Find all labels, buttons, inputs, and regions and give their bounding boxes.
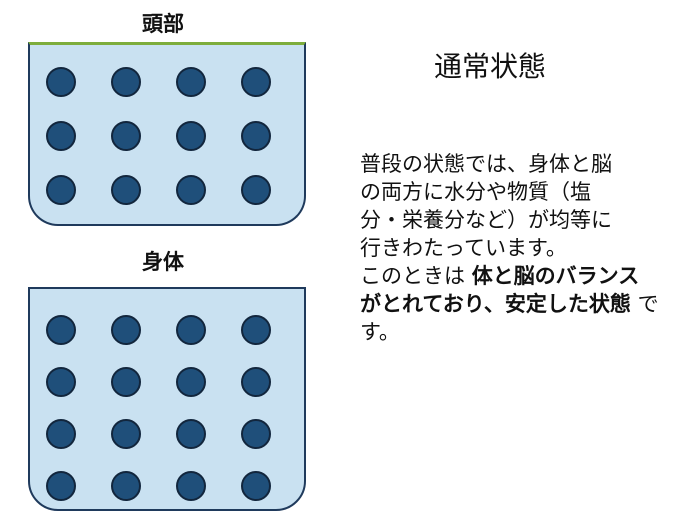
body-particle (111, 367, 141, 397)
head-particle (111, 121, 141, 151)
head-label: 頭部 (142, 12, 184, 36)
description-emphasis: 体と脳のバランスがとれており、安定した状態 (360, 264, 640, 316)
description-intro: 普段の状態では、身体と脳 の両方に水分や物質（塩 分・栄養分など）が均等に 行き… (360, 152, 612, 288)
body-particle (176, 471, 206, 501)
body-particle (241, 419, 271, 449)
body-particle (241, 315, 271, 345)
body-particle (111, 315, 141, 345)
body-particle (46, 471, 76, 501)
head-particle (111, 175, 141, 205)
head-particle (46, 175, 76, 205)
head-particle (241, 175, 271, 205)
body-particle (176, 315, 206, 345)
description-text: 普段の状態では、身体と脳 の両方に水分や物質（塩 分・栄養分など）が均等に 行き… (360, 150, 660, 346)
body-particle (176, 367, 206, 397)
head-particles (30, 45, 304, 224)
head-particle (176, 175, 206, 205)
body-label: 身体 (142, 250, 184, 274)
head-particle (46, 67, 76, 97)
body-particle (46, 419, 76, 449)
body-particle (46, 367, 76, 397)
head-container (28, 42, 306, 226)
head-particle (111, 67, 141, 97)
head-particle (176, 121, 206, 151)
head-particle (241, 67, 271, 97)
description-outro: です。 (360, 292, 659, 344)
body-particle (241, 471, 271, 501)
body-particles (30, 289, 304, 509)
head-particle (46, 121, 76, 151)
body-particle (176, 419, 206, 449)
head-particle (241, 121, 271, 151)
body-particle (111, 471, 141, 501)
head-particle (176, 67, 206, 97)
body-particle (241, 367, 271, 397)
body-particle (111, 419, 141, 449)
body-container (28, 287, 306, 511)
body-particle (46, 315, 76, 345)
state-title: 通常状態 (433, 50, 546, 83)
